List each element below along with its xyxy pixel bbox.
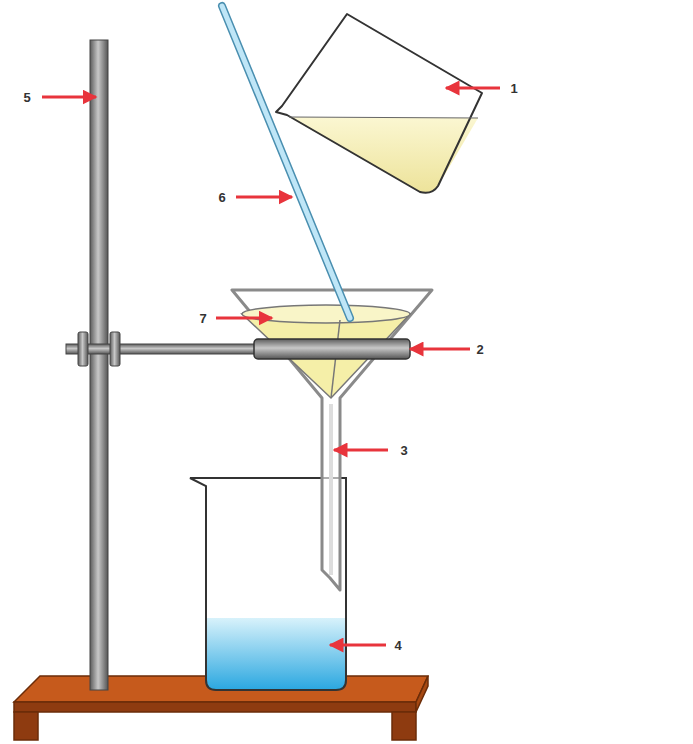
- glass-rod: [222, 6, 350, 318]
- callout-number: 3: [400, 444, 407, 457]
- stand-rod: [90, 40, 108, 690]
- callout-number: 4: [394, 639, 401, 652]
- pouring-beaker: [276, 14, 482, 193]
- callout-number: 5: [23, 91, 30, 104]
- leader-arrows: [42, 88, 500, 645]
- callout-number: 2: [476, 343, 483, 356]
- callout-number: 6: [218, 191, 225, 204]
- callout-number: 7: [199, 312, 206, 325]
- clamp: [66, 332, 410, 366]
- funnel: [232, 290, 432, 590]
- callout-number: 1: [510, 82, 517, 95]
